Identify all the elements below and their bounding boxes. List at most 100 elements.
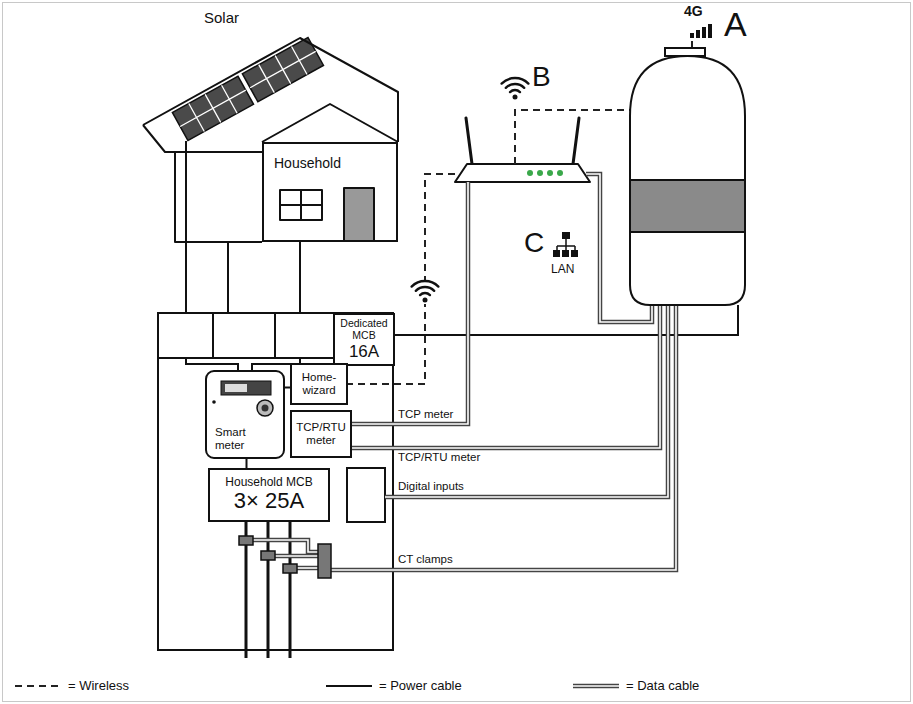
homewizard-box: Home- wizard [290,363,348,405]
network-label: 4G [684,4,703,19]
signal-bars [708,24,712,38]
legend-sample [573,683,619,688]
power-connector [246,459,248,468]
legend-sample [326,685,372,687]
house-outline [344,188,374,241]
router-icon [557,170,563,176]
lan-symbol [562,232,570,239]
lan-symbol [562,250,569,257]
house-outline [175,152,262,242]
wifi-symbol [502,78,529,92]
wifi-symbol [412,281,439,295]
box-label: Home- wizard [295,371,343,397]
house-label: Household [274,156,341,172]
signal-bars [690,24,712,38]
legend-sample [15,685,61,687]
power-wires [299,242,301,313]
router-icon [455,118,590,182]
ct-clamps [261,551,275,560]
callout-letter: A [724,6,747,43]
data-cables [297,566,318,571]
wifi-symbol [409,282,441,304]
house-outline [143,125,262,152]
breaker-box: Dedicated MCB16A [333,313,395,366]
lan-symbol [571,250,578,257]
distribution-board [347,468,385,522]
router-icon [527,170,533,176]
house-facade: Household [262,142,398,242]
box-label: TCP/RTU meter [295,421,347,447]
frame [3,3,911,702]
house-outline [143,38,398,242]
cable-label: TCP/RTU meter [398,451,480,464]
data-cables [253,540,318,552]
router-icon [466,118,579,164]
lan-symbol [557,239,575,250]
lan-symbol [553,232,578,257]
data-cables [348,182,468,424]
data-cables [297,567,318,569]
legend-item: = Power cable [325,678,462,693]
data-cables [331,305,676,570]
house-outline [262,104,398,142]
wifi-symbol [513,95,518,100]
lan-label: LAN [551,263,574,276]
data-cables [331,305,676,570]
breaker-rating: 3× 25A [234,489,304,514]
meter-display [225,384,247,392]
legend-text: = Data cable [626,678,699,693]
meter-dial [262,405,269,412]
legend-sample [14,680,62,692]
signal-bars [696,30,700,38]
router-icon [547,170,553,176]
ct-clamps [239,536,331,578]
data-cables [275,554,318,559]
meter-display [221,381,271,395]
wireless-links [347,174,455,384]
power-wires [393,305,738,335]
controller-device [630,48,745,305]
data-cables [385,305,668,497]
power-wires [186,358,238,370]
legend-sample [573,685,619,687]
meter-led [212,400,216,404]
breaker-rating: 16A [349,342,379,361]
breaker-name: Dedicated MCB [337,318,391,342]
power-wires [227,242,229,313]
signal-bars [690,33,694,38]
house-outline [143,38,398,142]
legend-item: = Wireless [14,678,129,693]
cable-label: Digital inputs [398,480,464,493]
ct-clamps [239,536,253,545]
legend-sample [572,680,620,692]
breaker-box: Household MCB3× 25A [208,468,330,522]
callout-letter: C [524,228,544,259]
data-cables [348,182,468,424]
breaker-name: Household MCB [225,476,312,489]
signal-bars [702,27,706,38]
ct-clamps [318,544,331,578]
wifi-symbol [423,298,428,303]
data-cables [253,540,318,552]
wireless-links [691,40,693,48]
data-cables [385,305,668,497]
data-cables [275,555,318,557]
meter-box: TCP/RTU meter [290,410,352,458]
legend-text: = Power cable [379,678,462,693]
router-icon [537,170,543,176]
smart-meter: Smart meter [205,370,285,459]
router-icon [455,164,590,182]
callout-letter: B [532,62,551,93]
legend-item: = Data cable [572,678,699,693]
legend-sample [325,680,373,692]
meter-label: Smart meter [215,426,265,452]
house-outline [280,190,322,220]
controller-device [630,180,745,232]
meter-face [207,372,283,424]
meter-dial [257,400,273,416]
lan-symbol [553,250,560,257]
controller-device [630,56,745,305]
